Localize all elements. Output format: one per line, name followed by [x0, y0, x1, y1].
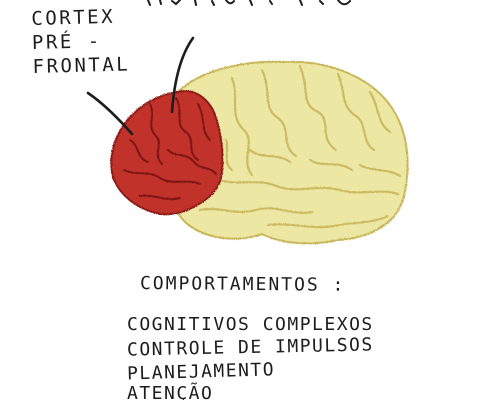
prefrontal-region [110, 90, 224, 216]
region-label-line-2: PRÉ - [31, 30, 102, 54]
label-pointers [86, 36, 195, 136]
region-label-line-1: CORTEX [31, 5, 116, 31]
behavior-item: ATENÇÃO [127, 383, 214, 400]
prefrontal-gyri [123, 97, 217, 201]
region-label-line-3: FRONTAL [32, 53, 131, 78]
behaviors-title: COMPORTAMENTOS : [139, 273, 346, 296]
brain-gyri [198, 64, 402, 229]
cropped-header-text [147, 0, 351, 6]
region-label: CORTEX PRÉ - FRONTAL [31, 4, 130, 79]
pointer-line-lower [86, 91, 134, 136]
prefrontal-lobe [110, 90, 224, 216]
pointer-line-upper [170, 36, 195, 114]
behaviors-list: COGNITIVOS COMPLEXOS CONTROLE DE IMPULSO… [127, 313, 374, 400]
behavior-item: COGNITIVOS COMPLEXOS [127, 314, 374, 335]
brain [175, 60, 409, 245]
